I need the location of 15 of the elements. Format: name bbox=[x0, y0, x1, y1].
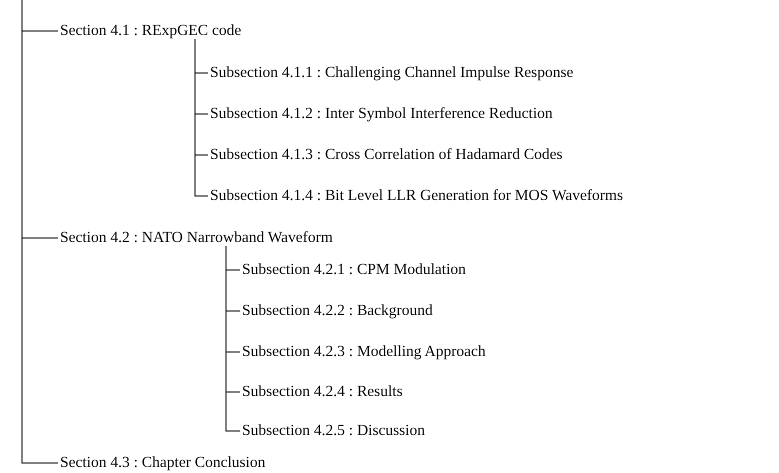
outline-entry: Subsection 4.1.4 : Bit Level LLR Generation for MOS Waveforms bbox=[210, 186, 624, 206]
outline-entry: Subsection 4.1.1 : Challenging Channel Impulse Response bbox=[210, 63, 574, 83]
outline-entry: Subsection 4.1.3 : Cross Correlation of Hadamard Codes bbox=[210, 145, 563, 165]
outline-entry: Section 4.3 : Chapter Conclusion bbox=[60, 453, 266, 473]
tree-connector bbox=[194, 38, 208, 196]
outline-entry: Subsection 4.2.3 : Modelling Approach bbox=[242, 342, 486, 362]
outline-entry: Section 4.1 : RExpGEC code bbox=[60, 21, 242, 41]
outline-entry: Subsection 4.2.1 : CPM Modulation bbox=[242, 260, 466, 280]
outline-entry: Section 4.2 : NATO Narrowband Waveform bbox=[60, 228, 333, 248]
outline-entry: Subsection 4.2.2 : Background bbox=[242, 301, 433, 321]
outline-entry: Subsection 4.2.5 : Discussion bbox=[242, 421, 425, 441]
outline-entry: Subsection 4.1.2 : Inter Symbol Interference Reduction bbox=[210, 104, 553, 124]
tree-connector bbox=[22, 0, 58, 464]
outline-entry: Subsection 4.2.4 : Results bbox=[242, 382, 403, 402]
tree-connector bbox=[226, 246, 240, 432]
